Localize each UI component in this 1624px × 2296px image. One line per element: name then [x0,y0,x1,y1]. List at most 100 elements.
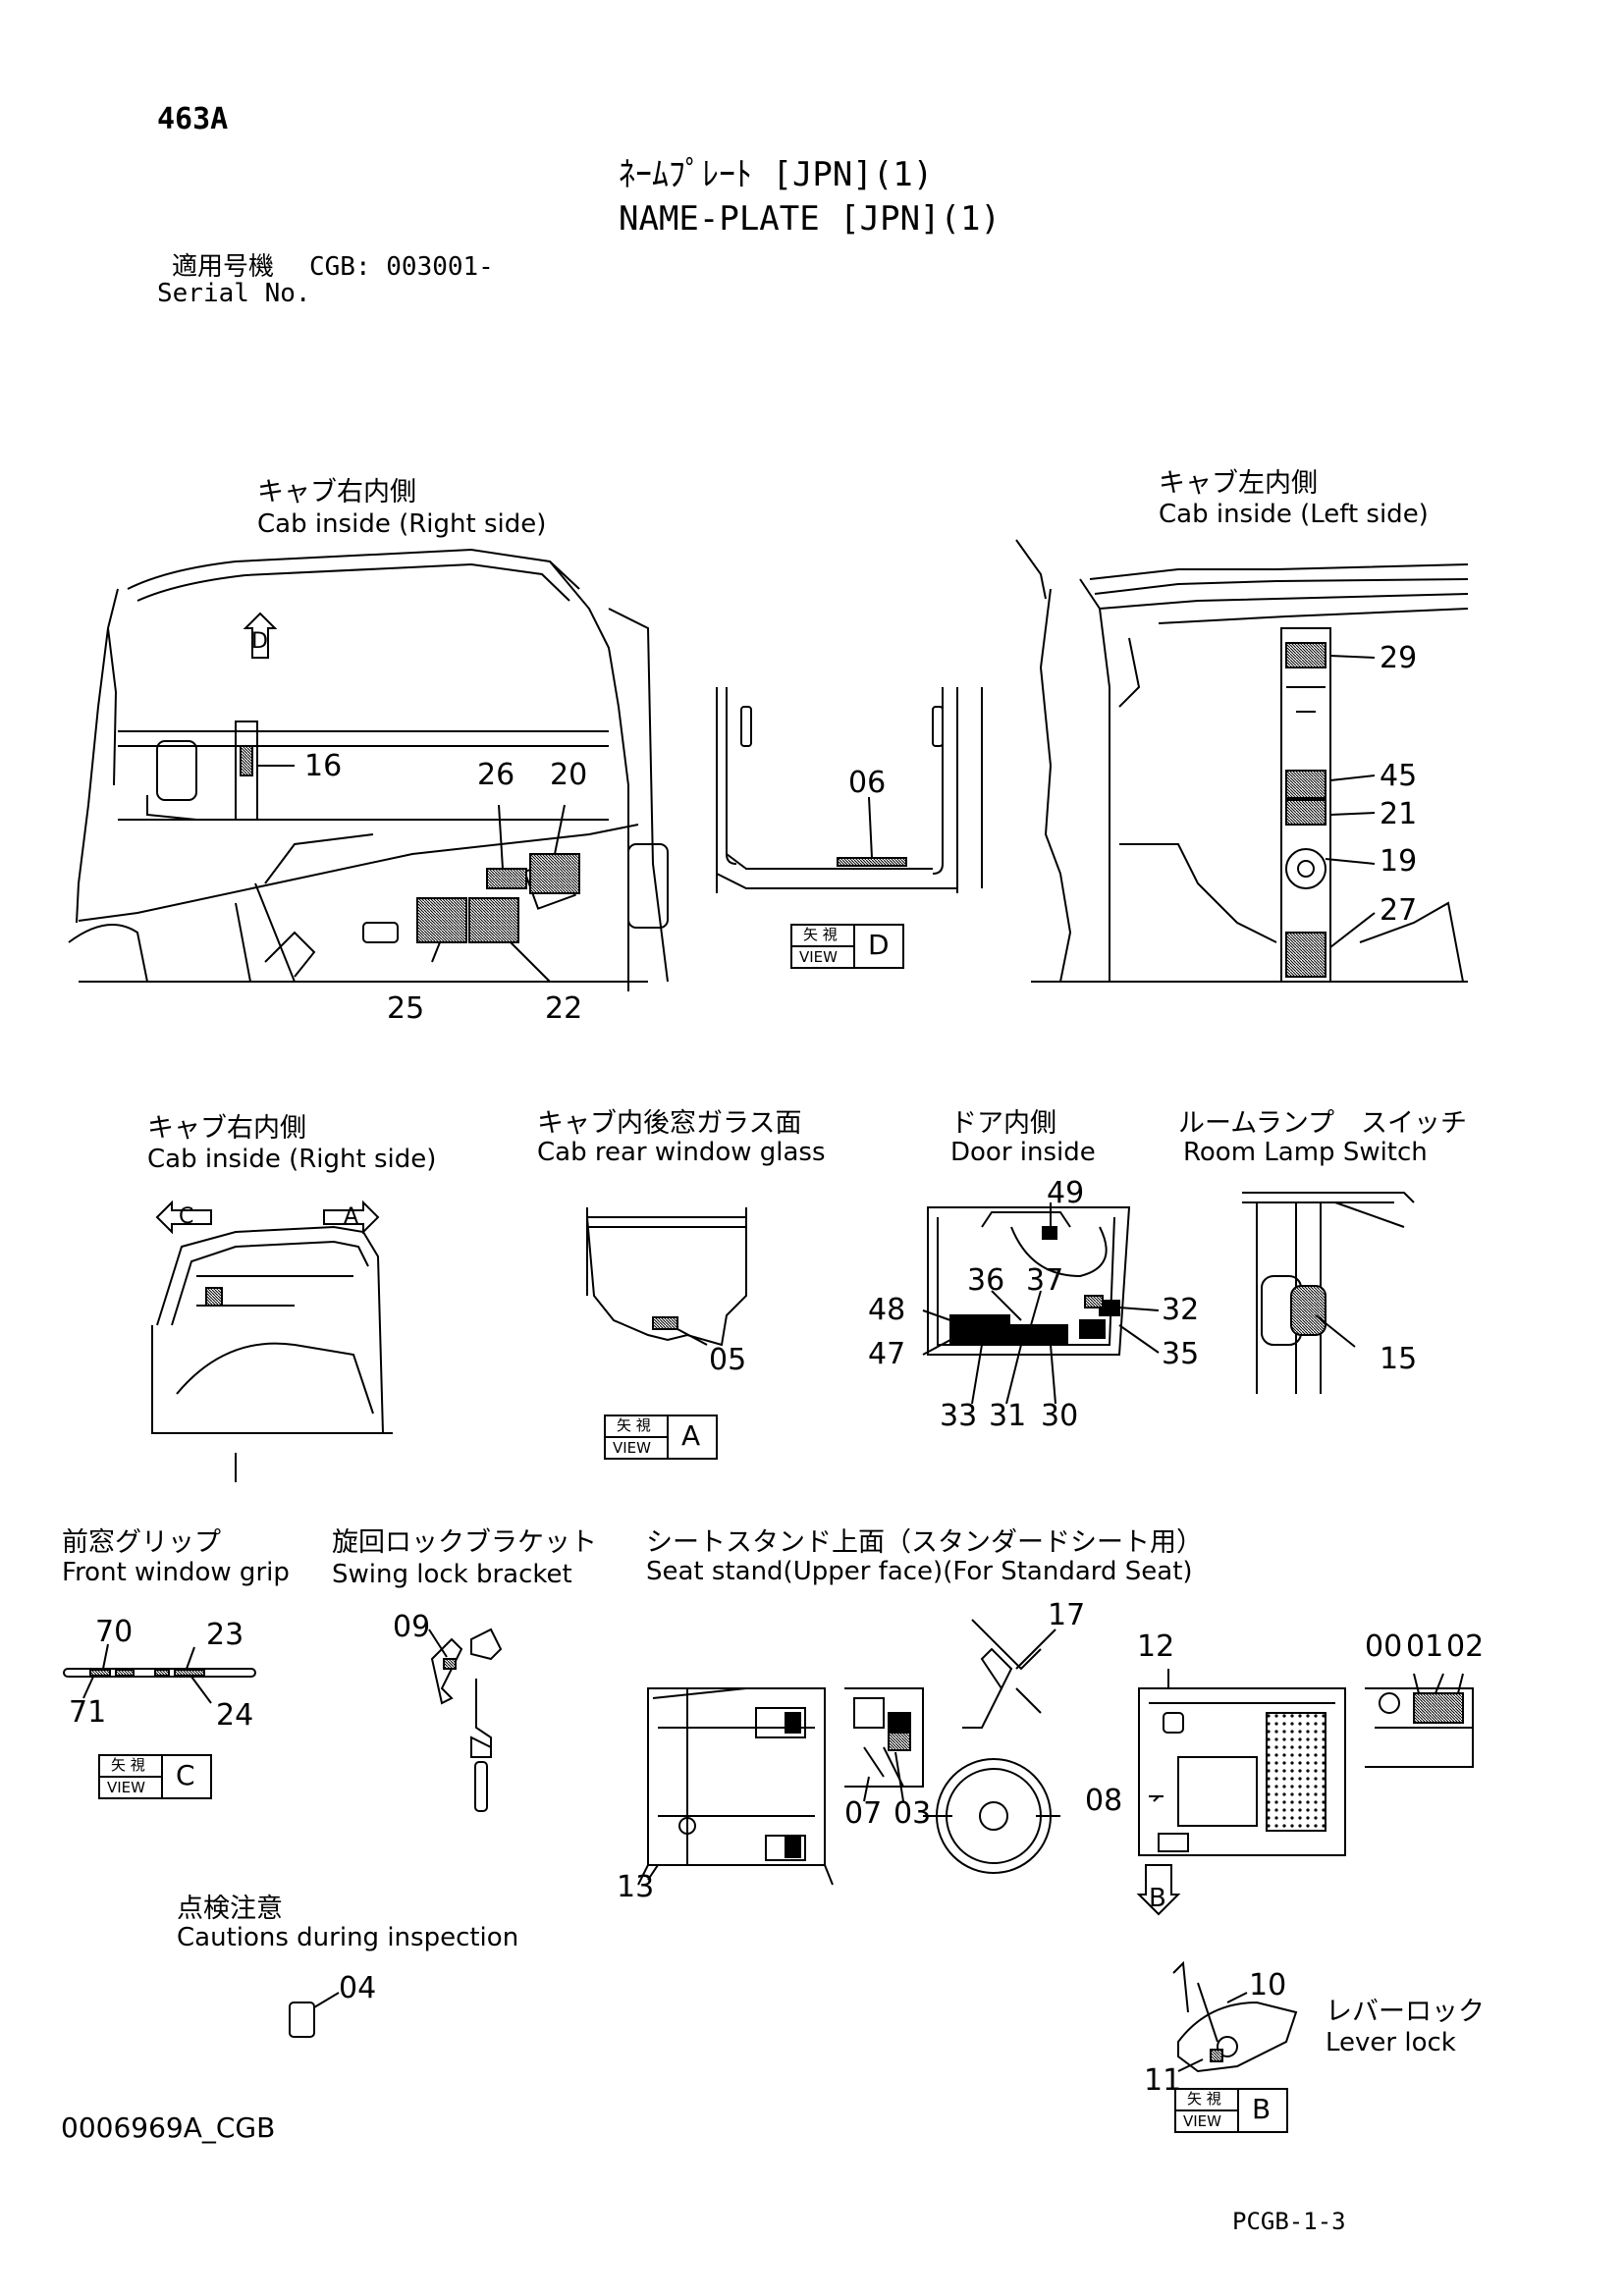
view-box-d-en: VIEW [799,948,838,966]
caption-room-lamp-en: Room Lamp Switch [1183,1138,1428,1167]
view-box-a-letter: A [681,1419,701,1452]
part-36: 36 [967,1263,1005,1298]
part-32: 32 [1162,1293,1200,1327]
part-17: 17 [1048,1598,1086,1632]
page-reference: PCGB-1-3 [1232,2208,1346,2235]
part-11: 11 [1144,2063,1182,2098]
part-26: 26 [477,758,515,792]
page-title-jp: ﾈｰﾑﾌﾟﾚｰﾄ [JPN](1) [619,155,934,194]
swing-lock-drawing [429,1629,501,1811]
room-lamp-drawing [1242,1193,1414,1394]
caption-front-grip-en: Front window grip [62,1558,290,1587]
part-06: 06 [848,766,887,800]
caption-swing-lock-en: Swing lock bracket [332,1560,572,1589]
view-box-b-jp: 矢 視 [1187,2090,1221,2108]
part-02: 02 [1446,1629,1485,1664]
caption-cab-left-en: Cab inside (Left side) [1159,500,1429,529]
part-24: 24 [216,1698,254,1733]
part-25: 25 [387,991,425,1026]
caption-door-jp: ドア内側 [950,1108,1056,1139]
caption-cab-right-top-en: Cab inside (Right side) [257,509,547,539]
caption-rear-glass-en: Cab rear window glass [537,1138,826,1167]
inspection-drawing [290,1993,339,2037]
part-05: 05 [709,1343,747,1377]
view-box-d-letter: D [868,929,890,961]
serial-label-jp: 適用号機 [172,252,275,282]
serial-value: CGB: 003001- [309,252,494,282]
caption-lever-lock-en: Lever lock [1326,2028,1456,2057]
part-37: 37 [1026,1263,1064,1298]
part-49: 49 [1047,1176,1085,1210]
drawing-id: 0006969A_CGB [61,2111,276,2144]
caption-seat-stand-jp: シートスタンド上面（スタンダードシート用） [646,1527,1203,1558]
part-01: 01 [1406,1629,1444,1664]
view-box-c-en: VIEW [107,1779,145,1796]
caption-rear-glass-jp: キャブ内後窓ガラス面 [537,1108,802,1139]
view-box-a-jp: 矢 視 [617,1416,651,1434]
part-15: 15 [1380,1342,1418,1376]
caption-inspection-jp: 点検注意 [177,1894,283,1924]
caption-room-lamp-jp: ルームランプ スイッチ [1178,1108,1468,1139]
part-22: 22 [545,991,583,1026]
view-box-b-letter: B [1252,2093,1272,2125]
arrow-a-letter: A [344,1204,359,1229]
cab-left-drawing [1016,540,1468,982]
caption-seat-stand-en: Seat stand(Upper face)(For Standard Seat… [646,1557,1193,1586]
caption-inspection-en: Cautions during inspection [177,1923,519,1952]
lever-lock-drawing [1173,1963,1296,2132]
arrow-c-letter: C [179,1204,194,1229]
arrow-d-letter: D [251,629,268,654]
part-23: 23 [206,1618,244,1652]
part-29: 29 [1380,641,1418,675]
part-09: 09 [393,1610,431,1644]
part-04: 04 [339,1971,377,2005]
caption-cab-right-top-jp: キャブ右内側 [257,477,416,507]
caption-front-grip-jp: 前窓グリップ [62,1527,221,1558]
part-20: 20 [550,758,588,792]
part-33: 33 [940,1399,978,1433]
caption-lever-lock-jp: レバーロック [1326,1997,1485,2027]
part-19: 19 [1380,844,1418,879]
part-30: 30 [1041,1399,1079,1433]
part-16: 16 [304,749,343,783]
door-inside-drawing [923,1202,1159,1404]
view-box-c-letter: C [176,1759,195,1791]
part-31: 31 [989,1399,1027,1433]
arrow-b-letter: B [1149,1884,1166,1913]
view-box-c-jp: 矢 視 [111,1756,145,1774]
page-code: 463A [157,102,229,136]
page-title-en: NAME-PLATE [JPN](1) [619,199,1001,239]
rear-glass-drawing [587,1207,746,1459]
part-21: 21 [1380,797,1418,831]
part-47: 47 [868,1337,906,1371]
part-10: 10 [1249,1968,1287,2002]
view-box-d-jp: 矢 視 [803,926,838,943]
caption-cab-left-jp: キャブ左内側 [1159,468,1318,499]
caption-cab-right-mid-en: Cab inside (Right side) [147,1145,437,1174]
cab-right-top-drawing [69,550,668,991]
part-48: 48 [868,1293,906,1327]
part-12: 12 [1137,1629,1175,1664]
caption-door-en: Door inside [950,1138,1096,1167]
part-13: 13 [617,1870,655,1904]
cab-right-mid-drawing [152,1202,393,1482]
view-box-b-en: VIEW [1183,2112,1221,2130]
seat-stand-3-drawing [1139,1669,1473,1914]
part-27: 27 [1380,893,1418,928]
part-03: 03 [893,1796,932,1831]
serial-label-en: Serial No. [157,279,311,308]
part-70: 70 [95,1615,134,1649]
caption-cab-right-mid-jp: キャブ右内側 [147,1113,306,1144]
front-grip-drawing [64,1644,255,1798]
seat-stand-1-drawing [638,1688,833,1885]
part-08: 08 [1085,1784,1123,1818]
part-35: 35 [1162,1337,1200,1371]
part-07: 07 [844,1796,883,1831]
view-box-a-en: VIEW [613,1439,651,1457]
part-71: 71 [69,1695,107,1730]
part-45: 45 [1380,759,1418,793]
view-d-drawing [717,687,982,968]
part-00: 00 [1365,1629,1403,1664]
caption-swing-lock-jp: 旋回ロックブラケット [332,1527,597,1558]
